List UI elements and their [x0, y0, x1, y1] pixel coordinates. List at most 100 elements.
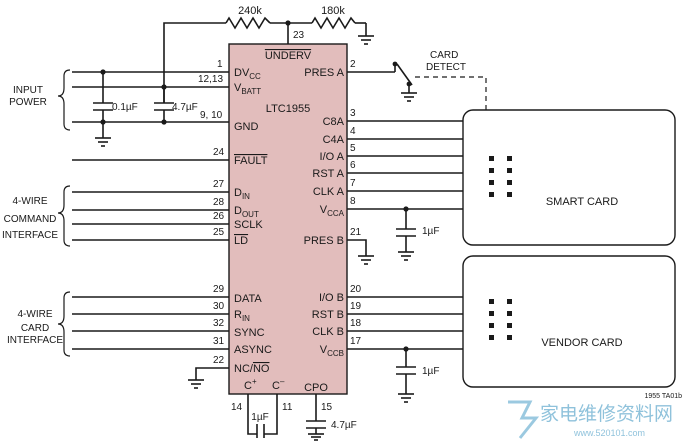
pin-clkb-label: CLK B	[312, 326, 344, 338]
pin-clkb-number: 18	[350, 318, 362, 329]
watermark: 家电维修资料网 www.520101.com	[508, 400, 673, 439]
resistor-180k-label: 180k	[321, 5, 345, 17]
pin-data-label: DATA	[234, 293, 262, 305]
pump-cap-wiring	[247, 394, 278, 438]
pin-underv-label: UNDERV	[265, 50, 312, 62]
cap-vcca-label: 1µF	[422, 226, 439, 237]
pin-rstb-number: 19	[350, 301, 362, 312]
pin-data-number: 29	[213, 284, 225, 295]
ncno-ground-wiring	[188, 367, 229, 389]
pin-clka-label: CLK A	[313, 186, 345, 198]
smart-card-label: SMART CARD	[546, 196, 618, 208]
pin-din-label: DIN	[234, 187, 250, 201]
pin-rsta-label: RST A	[312, 168, 344, 180]
card-detect-label-1: CARD	[430, 50, 458, 61]
cap-0.1uf-label: 0.1µF	[112, 102, 138, 113]
pin-ld-number: 25	[213, 227, 225, 238]
ic-body	[228, 43, 348, 395]
resistor-240k-label: 240k	[238, 5, 262, 17]
watermark-url: www.520101.com	[573, 428, 645, 438]
pin-vccb-label: VCCB	[320, 344, 344, 358]
pin-dout-number: 28	[213, 197, 225, 208]
pin-cpo-label: CPO	[304, 382, 328, 394]
input-power-label-1: INPUT	[13, 85, 43, 96]
cap-cpo-label: 4.7µF	[331, 420, 357, 431]
pin-iob-label: I/O B	[319, 292, 344, 304]
pin-fault-number: 24	[213, 147, 225, 158]
pin-c8a-label: C8A	[323, 116, 345, 128]
ic-name: LTC1955	[266, 103, 310, 115]
pin-dvcc-label: DVCC	[234, 67, 261, 81]
pin-presa-label: PRES A	[304, 67, 344, 79]
pin-c8a-number: 3	[350, 108, 356, 119]
vendor-card-contacts	[489, 299, 512, 340]
watermark-logo-icon	[508, 400, 540, 439]
cap-vccb-label: 1µF	[422, 366, 439, 377]
pin-clka-number: 7	[350, 178, 356, 189]
pin-presb-number: 21	[350, 227, 362, 238]
pin-async-label: ASYNC	[234, 344, 272, 356]
pin-cplus-number: 14	[231, 402, 243, 413]
smart-card-wires	[347, 120, 463, 265]
vendor-card	[462, 255, 676, 388]
pin-sync-label: SYNC	[234, 327, 265, 339]
pin-sclk-label: SCLK	[234, 219, 263, 231]
pin-vbatt-number: 12,13	[198, 74, 223, 85]
cap-pump-label: 1µF	[251, 412, 268, 423]
watermark-cn: 家电维修资料网	[540, 403, 673, 425]
pin-din-number: 27	[213, 179, 225, 190]
card-if-label-1: 4-WIRE	[18, 309, 53, 320]
pin-vcca-number: 8	[350, 196, 356, 207]
pin-presa-number: 2	[350, 59, 356, 70]
command-label-3: INTERFACE	[2, 230, 58, 241]
card-detect-label-2: DETECT	[426, 62, 466, 73]
pin-vbatt-label: VBATT	[234, 82, 261, 96]
pin-cminus-number: 11	[282, 402, 293, 413]
pin-vcca-label: VCCA	[320, 204, 345, 218]
card-if-label-3: INTERFACE	[7, 335, 63, 346]
cap-4.7uf-label: 4.7µF	[172, 102, 198, 113]
pin-ioa-label: I/O A	[320, 151, 345, 163]
pin-ioa-number: 5	[350, 143, 356, 154]
pin-presb-label: PRES B	[304, 235, 344, 247]
command-interface-wiring	[57, 185, 229, 247]
pin-rstb-label: RST B	[312, 309, 344, 321]
card-interface-wiring	[57, 291, 229, 357]
pin-gnd-label: GND	[234, 121, 259, 133]
pin-vccb-number: 17	[350, 336, 362, 347]
smart-card	[462, 109, 676, 246]
pin-sclk-number: 26	[213, 211, 225, 222]
command-label-2: COMMAND	[4, 214, 57, 225]
pin-rin-number: 30	[213, 301, 225, 312]
input-power-label-2: POWER	[9, 97, 47, 108]
vendor-card-wires	[347, 296, 463, 403]
pin-cminus-label: C–	[272, 377, 285, 392]
top-resistor-network	[163, 16, 374, 103]
pin-ncno-label: NC/NO	[234, 363, 270, 375]
command-label-1: 4-WIRE	[13, 196, 48, 207]
card-if-label-2: CARD	[21, 323, 49, 334]
pin-rsta-number: 6	[350, 160, 356, 171]
cpo-cap-wiring	[306, 394, 326, 441]
pin-sync-number: 32	[213, 318, 225, 329]
pin-c4a-label: C4A	[323, 134, 345, 146]
figure-id: 1955 TA01b	[645, 393, 683, 400]
pin-underv-number: 23	[293, 30, 305, 41]
pin-dvcc-number: 1	[217, 59, 223, 70]
pin-ld-label: LD	[234, 235, 248, 247]
pin-dout-label: DOUT	[234, 205, 259, 219]
card-detect-switch	[347, 61, 487, 110]
vendor-card-label: VENDOR CARD	[541, 337, 622, 349]
pin-rin-label: RIN	[234, 309, 250, 323]
pin-gnd-number: 9, 10	[200, 110, 223, 121]
pin-ncno-number: 22	[213, 355, 225, 366]
pin-async-number: 31	[213, 336, 225, 347]
pin-iob-number: 20	[350, 284, 362, 295]
pin-fault-label: FAULT	[234, 155, 268, 167]
input-power-wiring	[57, 69, 229, 147]
smart-card-contacts	[489, 156, 512, 197]
pin-cpo-number: 15	[321, 402, 333, 413]
pin-cplus-label: C+	[244, 377, 257, 392]
pin-c4a-number: 4	[350, 126, 356, 137]
